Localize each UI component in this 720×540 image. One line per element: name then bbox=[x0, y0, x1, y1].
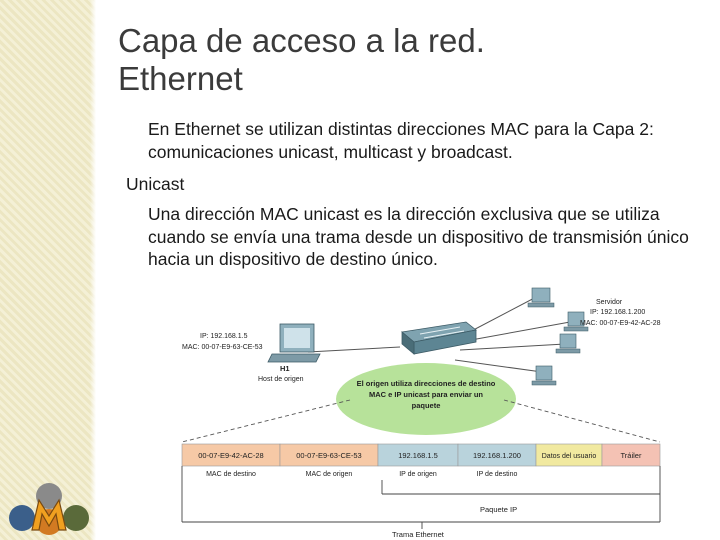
frame-value-data: Datos del usuario bbox=[542, 453, 597, 460]
frame-label: Trama Ethernet bbox=[392, 530, 445, 539]
logo-icon bbox=[9, 483, 89, 535]
bubble-line-2: MAC e IP unicast para enviar un bbox=[369, 390, 483, 399]
frame-value-src-mac: 00-07-E9-63-CE-53 bbox=[296, 451, 361, 460]
title-line-2: Ethernet bbox=[118, 60, 243, 97]
frame-label-src-mac: MAC de origen bbox=[306, 471, 353, 478]
title-line-1: Capa de acceso a la red. bbox=[118, 22, 485, 59]
server-computer-icon bbox=[527, 287, 555, 308]
decorative-side-strip bbox=[0, 0, 96, 540]
server-ip: IP: 192.168.1.200 bbox=[590, 309, 645, 316]
frame-label-dest-mac: MAC de destino bbox=[206, 471, 256, 478]
ethernet-frame: 00-07-E9-42-AC-28 00-07-E9-63-CE-53 192.… bbox=[181, 443, 661, 478]
server-computer-icon bbox=[555, 333, 581, 354]
bubble-line-1: El origen utiliza direcciones de destino bbox=[357, 379, 496, 388]
switch-icon bbox=[401, 321, 477, 355]
ip-packet-bracket bbox=[381, 466, 661, 495]
frame-bracket bbox=[181, 466, 661, 529]
server-mac: MAC: 00-07-E9-42-AC-28 bbox=[580, 320, 661, 327]
server-title: Servidor bbox=[596, 299, 623, 306]
unicast-diagram: IP: 192.168.1.5 MAC: 00-07-E9-63-CE-53 H… bbox=[181, 287, 661, 539]
frame-value-dest-ip: 192.168.1.200 bbox=[473, 451, 521, 460]
frame-value-dest-mac: 00-07-E9-42-AC-28 bbox=[198, 451, 263, 460]
host-name: H1 bbox=[280, 364, 290, 373]
server-computer-icon bbox=[563, 311, 589, 332]
frame-value-trailer: Tráiler bbox=[621, 451, 642, 460]
frame-label-dest-ip: IP de destino bbox=[477, 471, 518, 478]
explanation-bubble bbox=[336, 363, 516, 435]
unicast-paragraph: Una dirección MAC unicast es la direcció… bbox=[148, 204, 689, 269]
section-label-unicast: Unicast bbox=[126, 174, 185, 194]
server-computer-icon bbox=[531, 365, 557, 386]
frame-label-src-ip: IP de origen bbox=[399, 471, 437, 478]
intro-paragraph: En Ethernet se utilizan distintas direcc… bbox=[148, 119, 654, 162]
ip-packet-label: Paquete IP bbox=[480, 505, 517, 514]
bubble-line-3: paquete bbox=[412, 401, 441, 410]
host-computer-icon bbox=[267, 323, 321, 363]
host-mac: MAC: 00-07-E9-63-CE-53 bbox=[182, 344, 263, 351]
host-role: Host de origen bbox=[258, 376, 304, 383]
frame-cell-trailer bbox=[601, 443, 661, 467]
host-ip: IP: 192.168.1.5 bbox=[200, 333, 248, 340]
slide-title: Capa de acceso a la red. Ethernet bbox=[118, 22, 678, 98]
pointer-lines bbox=[181, 399, 661, 443]
frame-value-src-ip: 192.168.1.5 bbox=[398, 451, 438, 460]
